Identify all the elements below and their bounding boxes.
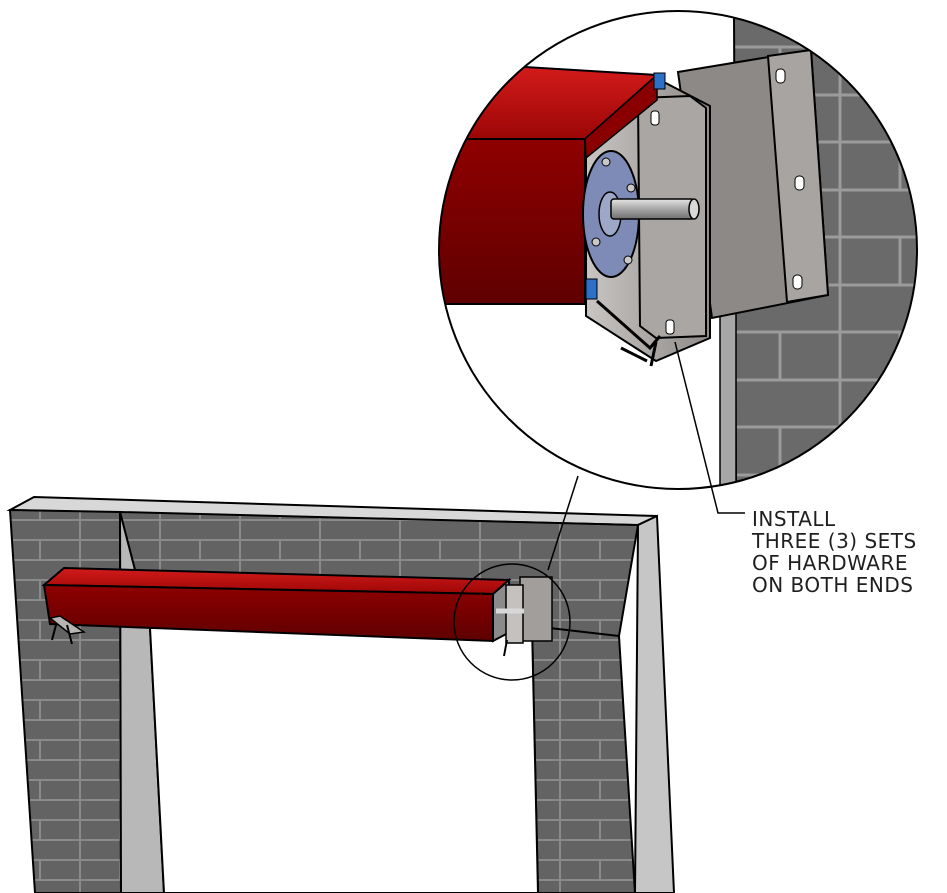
detail-shaft [610,198,695,220]
detail-hardware-slot-1 [775,68,786,84]
roller-assembly [41,566,553,657]
detail-bolt-4 [623,255,633,265]
magnified-detail-circle [438,10,918,490]
left-hanger [51,624,57,641]
detail-connector-line [547,475,579,571]
callout-line-sets: THREE (3) SETS [752,529,917,553]
detail-hanger-2 [649,341,658,367]
detail-plate-slot-2 [665,319,675,335]
detail-callout-marker [453,475,579,681]
detail-bolt-2 [626,183,636,193]
detail-red-cover-front [439,138,586,305]
hardware-callout-leader [674,341,745,514]
right-end-plate [505,584,524,644]
detail-hardware-slot-3 [792,274,803,290]
right-mount-bracket [519,576,553,642]
detail-red-cover-end-shadow [584,73,658,160]
callout-line-install: INSTALL [752,507,836,531]
detail-hanger-1 [620,346,648,363]
wall-side-face [633,514,676,893]
detail-plate-slot-1 [650,110,660,126]
right-hanger [503,639,508,657]
callout-line-ends: ON BOTH ENDS [752,573,914,597]
hardware-installation-callout: INSTALL THREE (3) SETS OF HARDWARE ON BO… [752,508,947,596]
detail-bolt-3 [591,237,601,247]
detail-shaft-end [688,198,700,220]
magnified-detail [438,10,918,490]
opening [148,624,540,893]
callout-line-hardware: OF HARDWARE [752,551,909,575]
wall-assembly [6,495,676,893]
small-detail-circle [453,563,571,681]
detail-blue-fastener-bottom [585,278,598,300]
right-jamb-face [530,624,637,893]
detail-bolt-1 [601,157,611,167]
detail-bracket-lip [596,299,662,351]
detail-hardware-slot-2 [794,175,805,191]
left-hanger-2 [66,624,73,645]
detail-blue-fastener-top [653,72,666,90]
